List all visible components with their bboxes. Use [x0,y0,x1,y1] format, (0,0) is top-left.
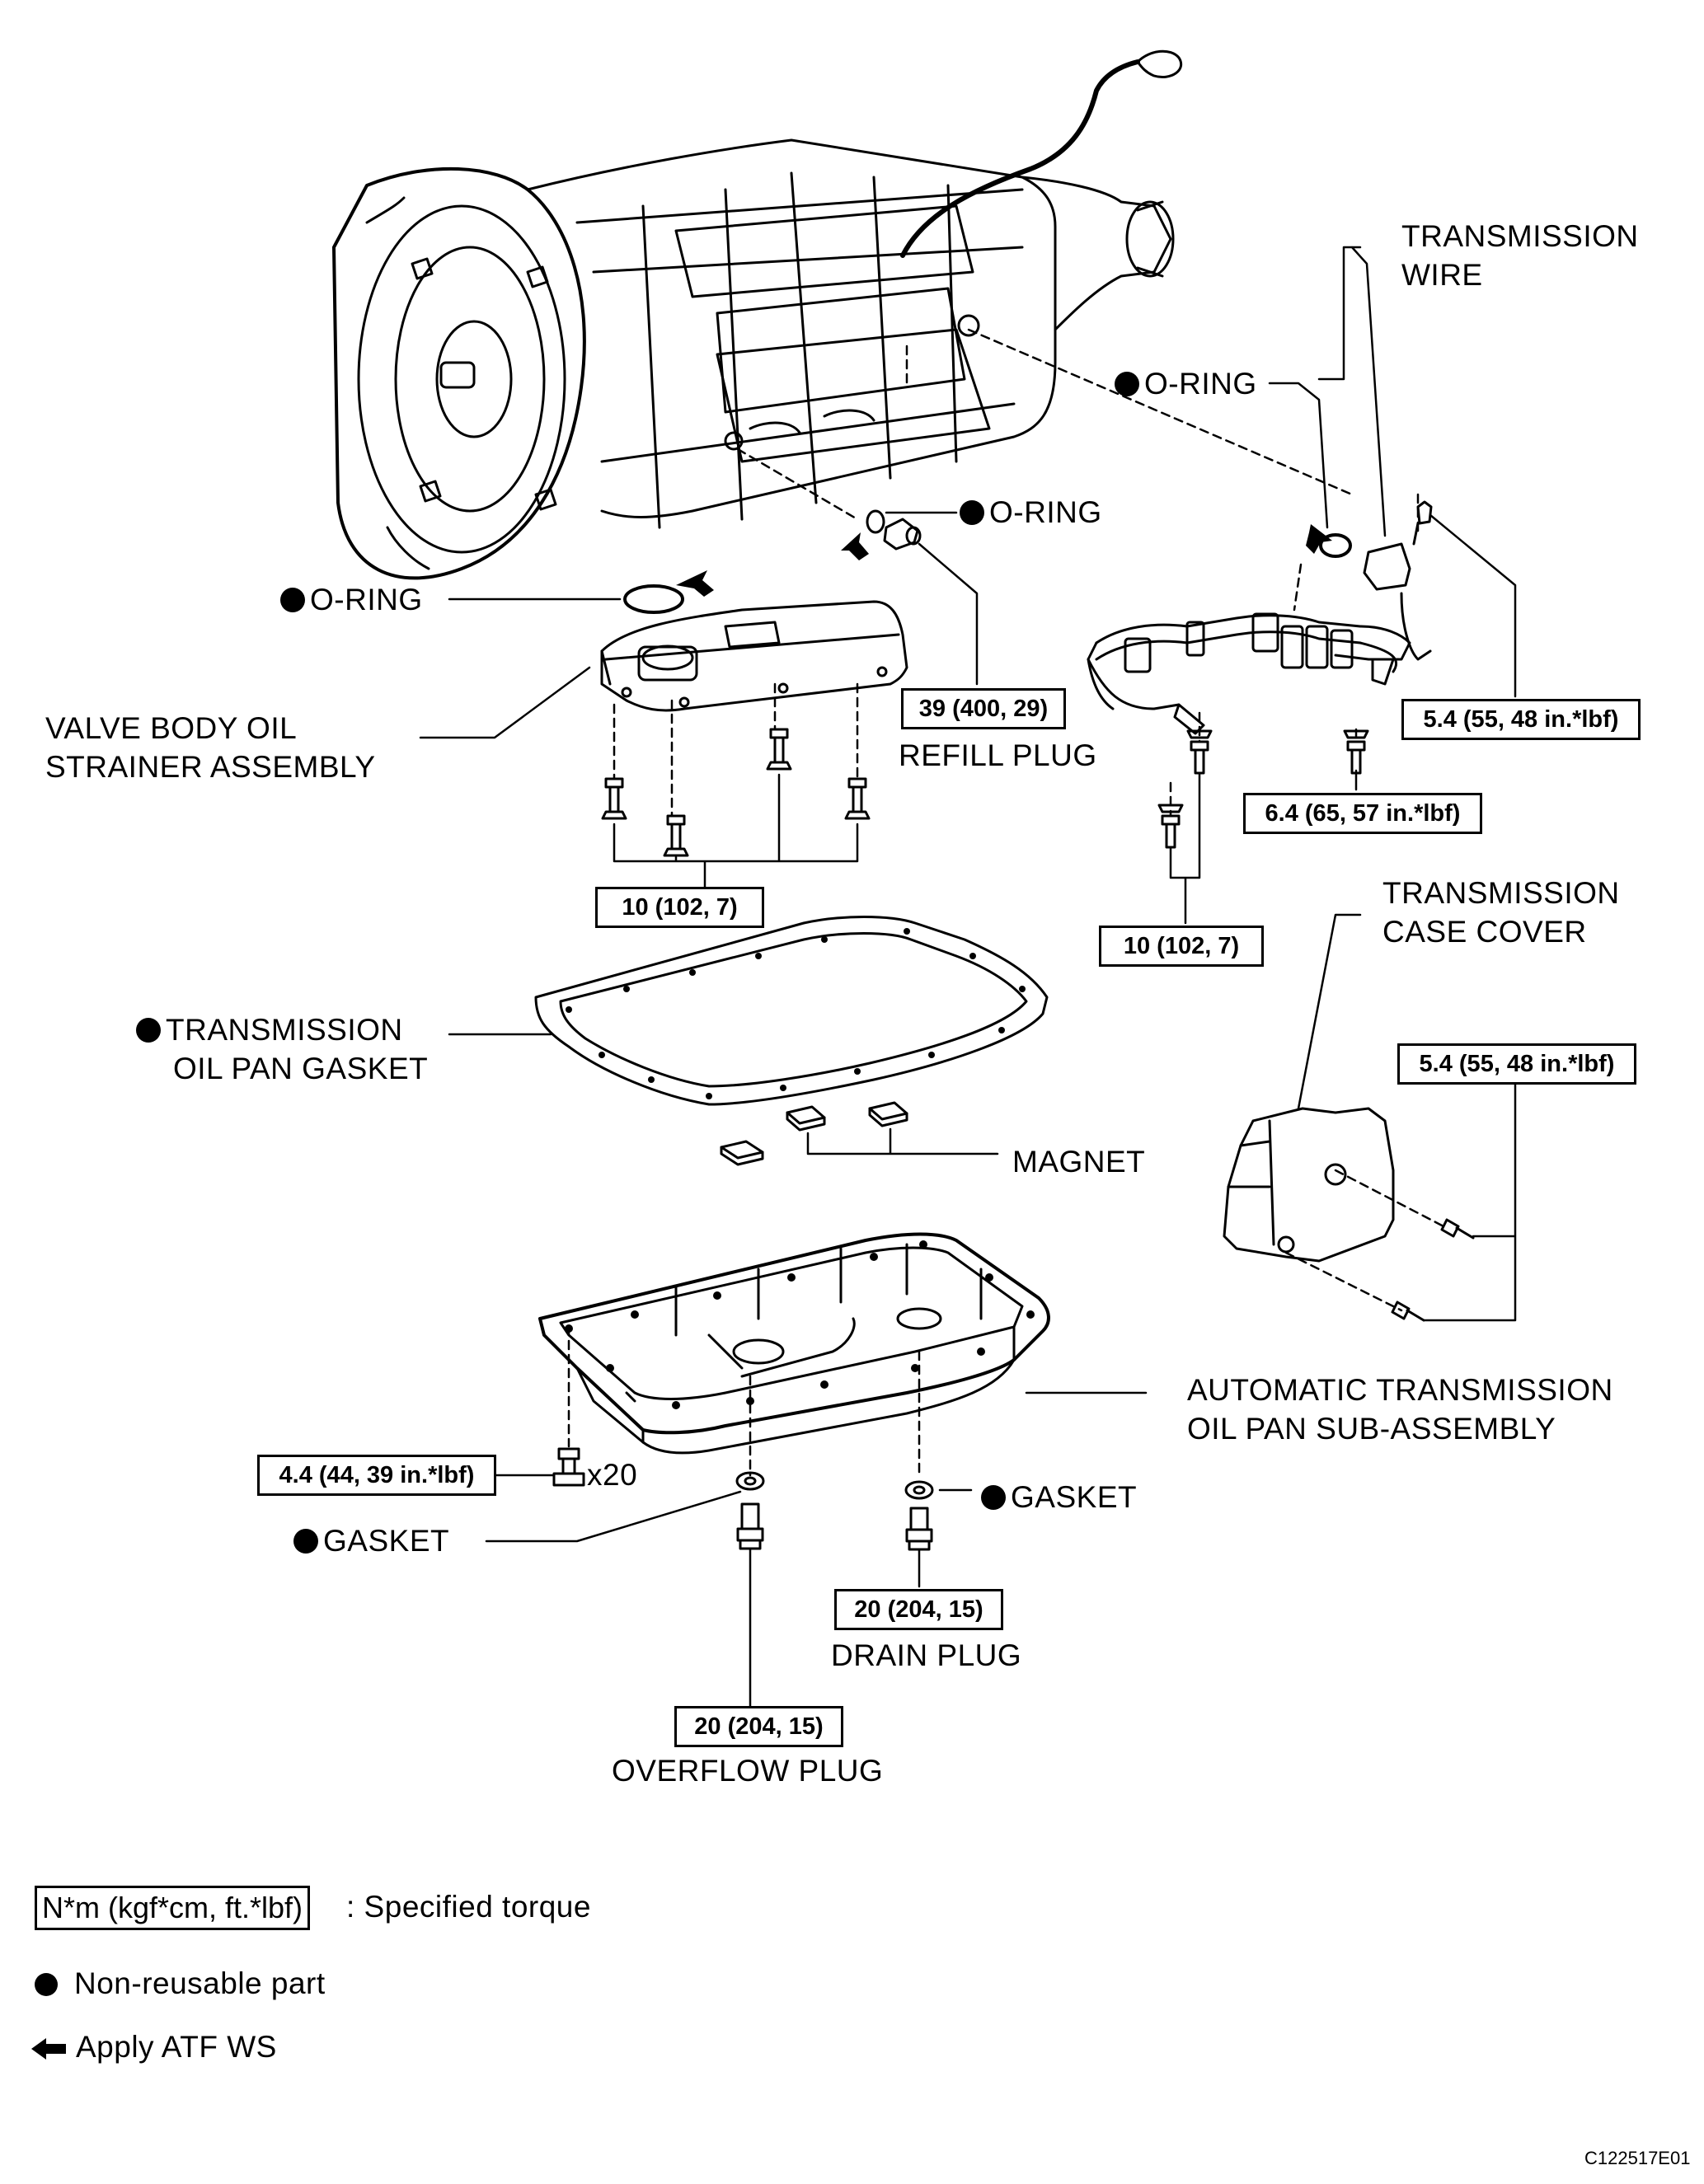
oil-pan [538,1232,1050,1455]
transmission-wire-line1: TRANSMISSION [1401,219,1639,253]
strainer-bolts [601,728,871,857]
case-cover-line2: CASE COVER [1382,915,1587,949]
o-ring-wire-label: O-RING [1115,364,1257,403]
pan-gasket-line1: TRANSMISSION [166,1013,403,1047]
non-reusable-icon [280,588,305,612]
oil-pan-line2: OIL PAN SUB-ASSEMBLY [1187,1412,1556,1446]
legend-torque-unit: N*m (kgf*cm, ft.*lbf) [35,1886,311,1930]
overflow-gasket-label: GASKET [293,1521,449,1560]
x20-label: x20 [587,1458,638,1492]
refill-leader [918,542,979,686]
transmission-wire-label: TRANSMISSION WIRE [1401,217,1639,294]
legend-nonreusable-text: Non-reusable part [74,1966,326,2000]
oil-pan-line1: AUTOMATIC TRANSMISSION [1187,1373,1613,1407]
legend-nonreusable: Non-reusable part [35,1964,326,2003]
o-ring-text: O-RING [989,495,1102,529]
drain-gasket-and-plug [904,1480,934,1551]
non-reusable-icon [960,500,984,525]
cover-torque-leader [1422,1070,1517,1322]
overflow-torque-box: 20 (204, 15) [674,1706,843,1747]
overflow-gasket-leader [485,1490,742,1543]
pan-torque-box: 4.4 (44, 39 in.*lbf) [257,1455,496,1496]
legend-torque-text: : Specified torque [346,1890,591,1924]
transmission-wire-harness [1087,500,1433,735]
strainer-label-leader [419,666,591,739]
refill-plug-label: REFILL PLUG [899,738,1097,772]
wire-top-torque-box: 5.4 (55, 48 in.*lbf) [1401,699,1641,740]
o-ring-strainer [623,584,684,614]
o-ring-wire [1319,533,1352,558]
figure-id: C122517E01 [1584,2148,1691,2168]
magnet-label: MAGNET [1012,1145,1146,1179]
drain-torque-box: 20 (204, 15) [834,1589,1003,1630]
wire-mid-torque-box: 6.4 (65, 57 in.*lbf) [1243,793,1482,834]
wire-low-torque-leader [1169,773,1201,925]
magnet-leader [806,1127,999,1155]
strainer-torque-box: 10 (102, 7) [595,887,764,928]
o-ring-refill-label: O-RING [960,493,1102,532]
non-reusable-icon [293,1529,318,1554]
arrow-left-icon [31,2038,66,2060]
transmission-wire-line2: WIRE [1401,258,1483,292]
wire-oring-leader [1268,382,1329,529]
valve-body-line1: VALVE BODY OIL [45,711,298,745]
magnets [720,1101,908,1166]
atf-arrows [676,524,1332,597]
cover-torque-box: 5.4 (55, 48 in.*lbf) [1397,1043,1636,1085]
overflow-gasket-and-plug [735,1471,765,1550]
valve-body-line2: STRAINER ASSEMBLY [45,750,376,784]
pan-gasket-label: TRANSMISSION OIL PAN GASKET [136,1010,428,1088]
wire-top-torque-leader [1429,513,1517,698]
case-cover [1223,1107,1395,1263]
wire-label-leader [1317,246,1387,537]
oil-pan-gasket [534,916,1049,1106]
o-ring-strainer-label: O-RING [280,580,423,619]
gasket-text: GASKET [1011,1480,1138,1514]
strainer-torque-leader [613,773,859,892]
transmission-assembly [332,49,1182,580]
valve-body-strainer [600,600,908,712]
non-reusable-icon [981,1485,1006,1510]
cover-leader [1297,913,1362,1110]
legend-atf-text: Apply ATF WS [76,2030,277,2064]
wire-low-torque-box: 10 (102, 7) [1099,926,1264,967]
oil-pan-label: AUTOMATIC TRANSMISSION OIL PAN SUB-ASSEM… [1187,1371,1613,1448]
o-ring-text: O-RING [310,583,423,616]
valve-body-label: VALVE BODY OIL STRAINER ASSEMBLY [45,709,376,786]
gasket-text: GASKET [323,1524,450,1558]
wire-bolts [1157,729,1369,849]
drain-gasket-label: GASKET [981,1478,1137,1516]
drain-plug-label: DRAIN PLUG [831,1638,1022,1672]
non-reusable-icon [35,1973,58,1996]
guide-lines [567,328,1448,1477]
case-cover-label: TRANSMISSION CASE COVER [1382,874,1620,951]
legend-atf: Apply ATF WS [30,2027,277,2066]
case-cover-line1: TRANSMISSION [1382,876,1620,910]
o-ring-refill [866,509,922,551]
pan-gasket-line2: OIL PAN GASKET [173,1052,429,1085]
o-ring-text: O-RING [1144,367,1257,401]
non-reusable-icon [1115,372,1139,396]
non-reusable-icon [136,1018,161,1043]
refill-torque-box: 39 (400, 29) [901,688,1066,729]
cover-bolts [1391,1218,1475,1322]
overflow-plug-label: OVERFLOW PLUG [612,1754,884,1788]
pan-bolt [552,1447,585,1487]
